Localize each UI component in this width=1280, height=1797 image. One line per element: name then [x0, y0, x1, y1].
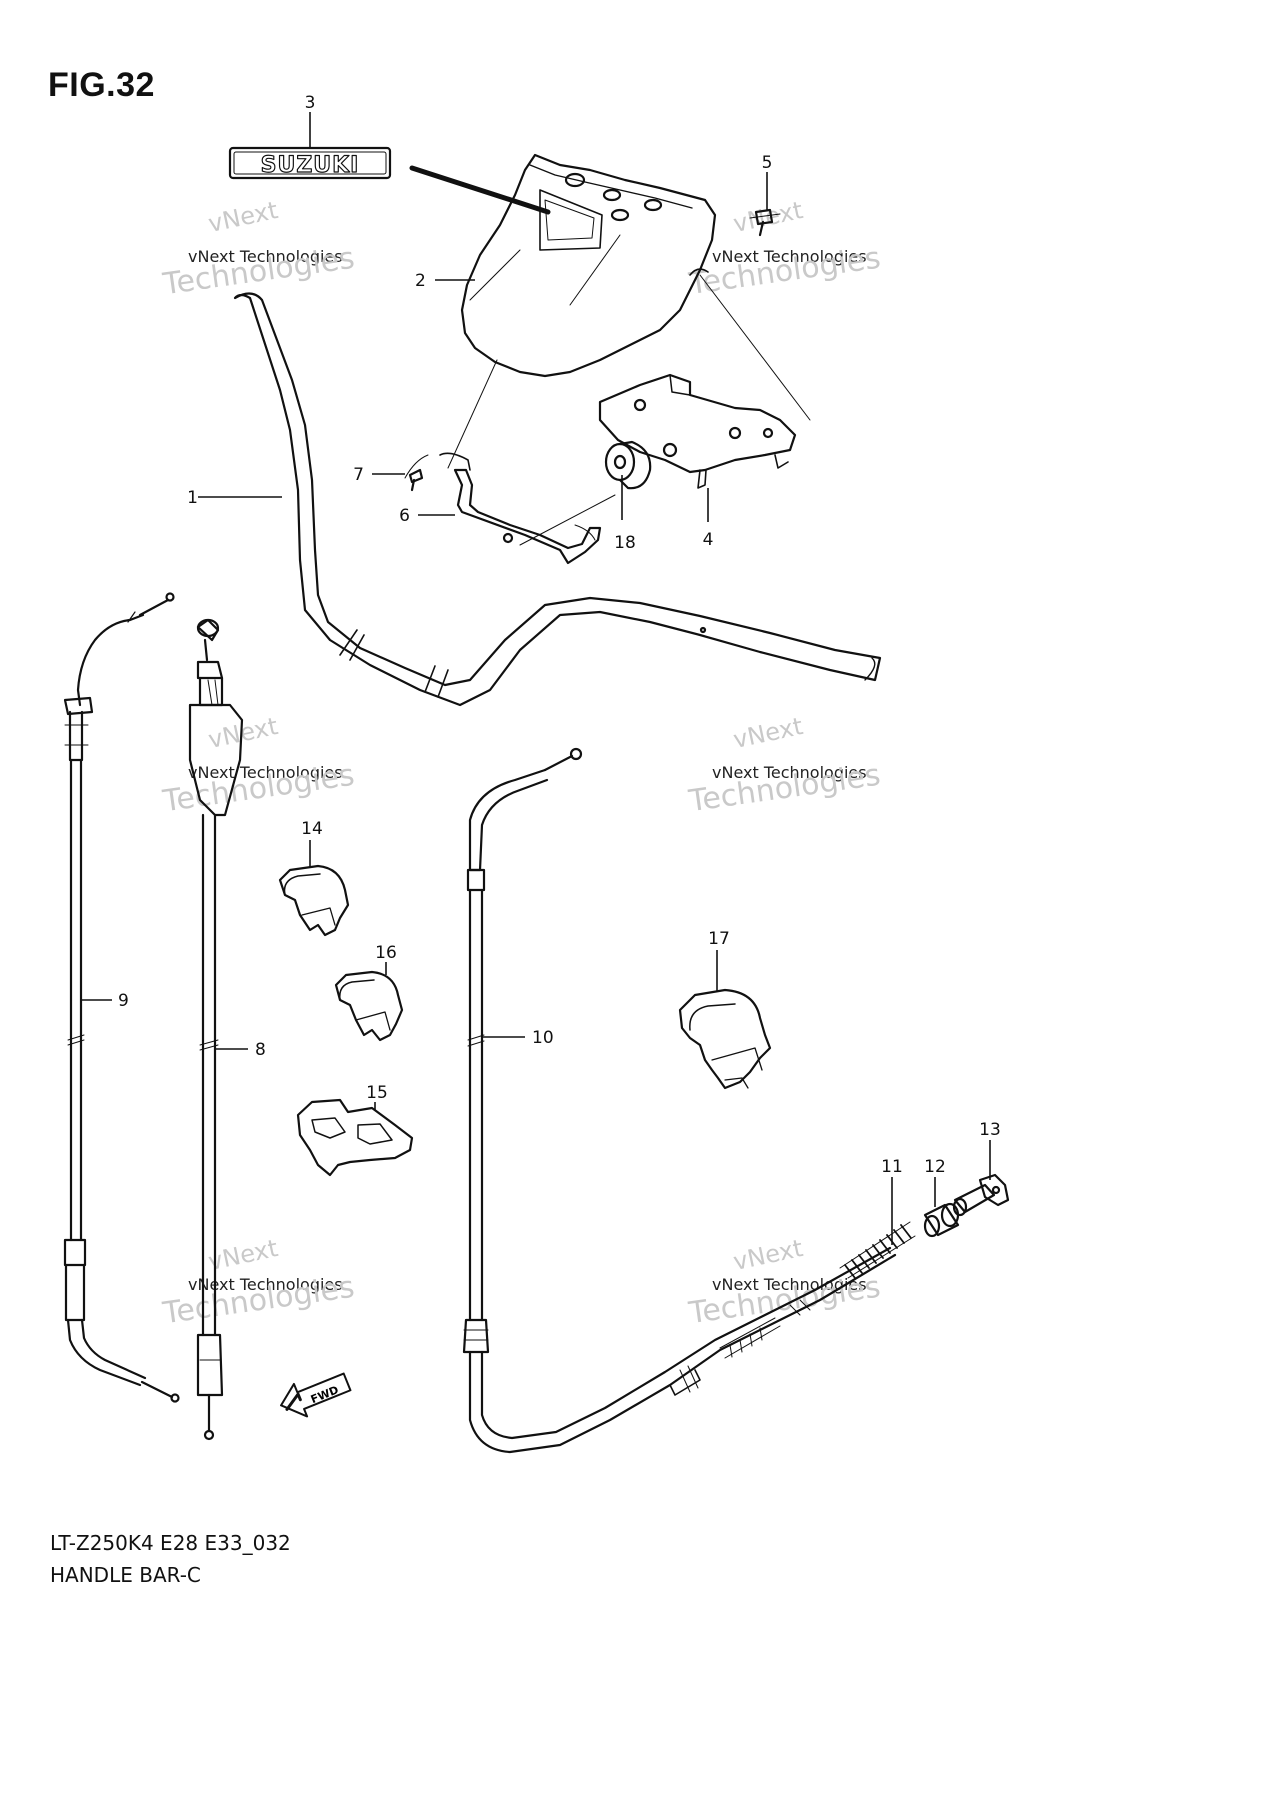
- watermark-brand: vNext: [206, 196, 280, 238]
- watermark-brand: vNext: [206, 712, 280, 754]
- callout-11: 11: [881, 1157, 903, 1177]
- callout-1: 1: [187, 488, 198, 508]
- callout-4: 4: [703, 530, 714, 550]
- part-7-screw[interactable]: [404, 454, 429, 492]
- watermark-group: vNext vNext Technologies Technologies vN…: [160, 196, 883, 1331]
- part-11-spring[interactable]: [839, 1221, 916, 1279]
- watermark-top-left: vNext vNext Technologies Technologies: [160, 196, 357, 302]
- watermark-brand: vNext: [731, 196, 805, 238]
- callout-17: 17: [708, 929, 730, 949]
- watermark-mid-left: vNext vNext Technologies Technologies: [160, 712, 357, 819]
- callout-5: 5: [762, 153, 773, 173]
- callout-3: 3: [305, 93, 316, 113]
- watermark-company: vNext Technologies: [188, 1275, 343, 1294]
- callout-9: 9: [118, 991, 129, 1011]
- part-13-pin[interactable]: [952, 1173, 1010, 1217]
- part-5-screw[interactable]: [749, 208, 781, 237]
- fwd-arrow: [280, 1372, 352, 1418]
- callout-16: 16: [375, 943, 397, 963]
- watermark-company: vNext Technologies: [712, 247, 867, 266]
- watermark-company: vNext Technologies: [188, 247, 343, 266]
- assembly-name: HANDLE BAR-C: [50, 1563, 201, 1587]
- figure-title: FIG.32: [48, 66, 155, 104]
- watermark-brand: vNext: [731, 712, 805, 754]
- callout-10: 10: [532, 1028, 554, 1048]
- part-1-handlebar[interactable]: [233, 292, 882, 707]
- part-8-throttle-cable[interactable]: [188, 618, 244, 1441]
- watermark-company: vNext Technologies: [712, 763, 867, 782]
- part-9-cable[interactable]: [63, 592, 180, 1403]
- emblem-text: SUZUKI: [261, 153, 360, 178]
- watermark-brand: vNext: [206, 1234, 280, 1276]
- part-17-clamp[interactable]: [678, 988, 772, 1090]
- part-6-lower-bracket[interactable]: [439, 452, 616, 565]
- watermark-mid-right: vNext vNext Technologies Technologies: [686, 712, 883, 819]
- callout-14: 14: [301, 819, 323, 839]
- watermark-company: vNext Technologies: [188, 763, 343, 782]
- callout-12: 12: [924, 1157, 946, 1177]
- watermark-company: vNext Technologies: [712, 1275, 867, 1294]
- emblem-pointer: [409, 165, 551, 215]
- part-14-clamp[interactable]: [278, 864, 350, 937]
- callout-labels: 1 2 3 4 5 6 7 8 9 10 11 12 13 14 15 16 1…: [118, 93, 1001, 1177]
- part-18-grommet[interactable]: [604, 440, 652, 490]
- watermark-top-right: vNext vNext Technologies Technologies: [686, 196, 883, 302]
- callout-15: 15: [366, 1083, 388, 1103]
- model-code: LT-Z250K4 E28 E33_032: [50, 1531, 291, 1555]
- callout-13: 13: [979, 1120, 1001, 1140]
- part-3-emblem[interactable]: SUZUKI: [228, 146, 392, 180]
- part-4-bracket[interactable]: [598, 373, 797, 489]
- part-16-clamp[interactable]: [334, 970, 404, 1042]
- callout-2: 2: [415, 271, 426, 291]
- part-15-clip[interactable]: [296, 1098, 414, 1177]
- callout-8: 8: [255, 1040, 266, 1060]
- watermark-brand: vNext: [731, 1234, 805, 1276]
- watermark-bottom-left: vNext vNext Technologies Technologies: [160, 1234, 357, 1331]
- part-10-brake-cable[interactable]: [462, 747, 897, 1454]
- part-2-handlebar-cover[interactable]: [460, 153, 717, 378]
- callout-7: 7: [353, 465, 364, 485]
- callout-18: 18: [614, 533, 636, 553]
- callout-6: 6: [399, 506, 410, 526]
